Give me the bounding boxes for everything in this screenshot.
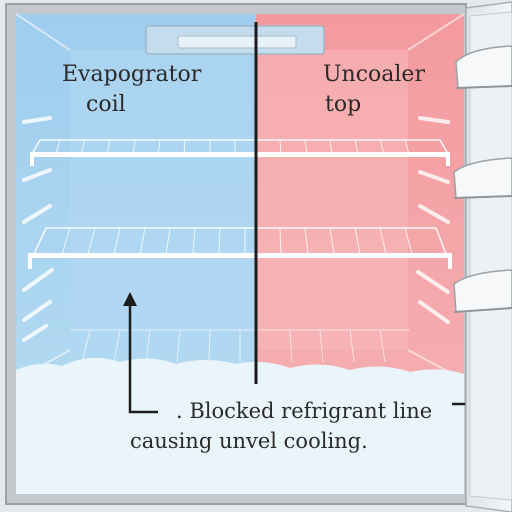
- evaporator-label-line1: Evapogrator: [62, 62, 202, 87]
- frost-drift: [16, 357, 464, 494]
- door-bin-middle: [453, 157, 512, 199]
- shelf-upper: [30, 139, 450, 166]
- caption-line1: . Blocked refrigrant line: [176, 399, 433, 423]
- shelf-lower: [28, 227, 452, 269]
- fridge-door: [453, 1, 512, 512]
- top-vent: [145, 25, 325, 55]
- uncoaler-label-line1: Uncoaler: [323, 62, 425, 87]
- door-bin-bottom: [453, 269, 512, 313]
- back-wall-right: [258, 50, 408, 350]
- up-arrow-icon: [123, 292, 158, 414]
- uncoaler-label-line2: top: [325, 92, 362, 117]
- evaporator-label-line2: coil: [86, 92, 126, 117]
- back-wall-left: [70, 50, 252, 350]
- bottom-rack: [70, 329, 410, 363]
- caption-line2: causing unvel cooling.: [130, 429, 368, 453]
- right-wall-ribs: [416, 116, 450, 324]
- door-bin-top: [455, 45, 512, 89]
- left-wall-ribs: [22, 116, 54, 342]
